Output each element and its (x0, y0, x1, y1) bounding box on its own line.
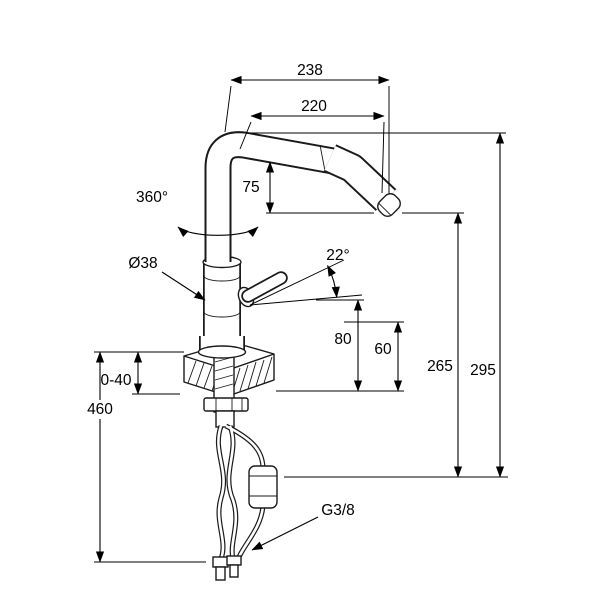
dim-outlet-height: 265 (427, 212, 463, 478)
dimension-annotations: 238 220 75 360° Ø38 22° 80 (82, 62, 508, 563)
aerator-seam (378, 202, 392, 216)
dim-238-label: 238 (297, 62, 323, 79)
spray-head-tip (377, 193, 401, 217)
shank-lower (215, 410, 235, 428)
dim-lever-angle: 22° (249, 247, 363, 306)
dim-swivel-angle: 360° (136, 189, 259, 238)
spray-head-fill (324, 146, 395, 210)
diameter-leader (161, 271, 206, 301)
shank-thread-ticks (214, 356, 234, 390)
dim-overall-height: 295 (250, 132, 508, 478)
faucet-spout (204, 131, 401, 262)
dim-80-label: 80 (334, 331, 352, 348)
thread-leader (251, 516, 319, 551)
weight-body (248, 465, 278, 509)
spray-tip-body (377, 193, 401, 217)
swivel-arc (177, 226, 259, 238)
dim-mounting-depth: 0-40 (94, 351, 184, 395)
dim-460-label-mask (82, 400, 118, 419)
lever-angle-label: 22° (326, 247, 349, 264)
fitting-left-nut (212, 556, 229, 568)
dim-hose-length: 460 (82, 351, 206, 563)
dim-295-label: 295 (470, 362, 496, 379)
dim-220-extension-lines (239, 121, 385, 194)
dim-265-label: 265 (427, 358, 453, 375)
dim-60-label: 60 (374, 341, 392, 358)
dim-thread-size: G3/8 (251, 502, 355, 551)
dim-spout-drop: 75 (242, 161, 464, 214)
thread-size-label: G3/8 (321, 502, 355, 519)
dim-80: 80 (316, 299, 364, 392)
body-seams (203, 275, 241, 318)
dim-75-label: 75 (242, 179, 259, 196)
dim-body-diameter: Ø38 (128, 255, 206, 301)
spout-seam (319, 144, 326, 172)
mounting-shank (203, 349, 249, 428)
hose-weight (248, 465, 278, 509)
base-ellipse (197, 345, 247, 359)
spout-tube-fill (206, 133, 336, 262)
faucet-body (197, 255, 247, 359)
hose-fittings (212, 555, 242, 581)
faucet-lever (237, 271, 288, 308)
supply-hoses (215, 423, 266, 560)
hose-left-highlight (217, 425, 225, 560)
dim-0-40-label: 0-40 (100, 372, 131, 389)
faucet-illustration (183, 131, 401, 581)
fitting-left-thread (215, 566, 226, 581)
lever-angle-arc (327, 264, 340, 298)
dim-295-extension-lines (250, 132, 508, 478)
dim-spout-reach-overall: 238 (224, 62, 390, 193)
weight-seams (249, 475, 277, 497)
dim-60: 60 (276, 321, 404, 392)
dim-spout-reach-inner: 220 (239, 98, 385, 194)
dim-460-label: 460 (87, 401, 113, 418)
hose-right-highlight (227, 425, 238, 560)
fitting-right-nut (226, 555, 242, 566)
diameter-label: Ø38 (128, 255, 157, 272)
mounting-nut-facets (215, 398, 243, 411)
fitting-right-thread (229, 564, 239, 578)
lever-arm-fill (243, 273, 286, 301)
mounting-nut (203, 397, 249, 412)
dim-220-label: 220 (301, 98, 327, 115)
dim-238-extension-lines (224, 85, 390, 193)
swivel-angle-label: 360° (136, 189, 168, 206)
